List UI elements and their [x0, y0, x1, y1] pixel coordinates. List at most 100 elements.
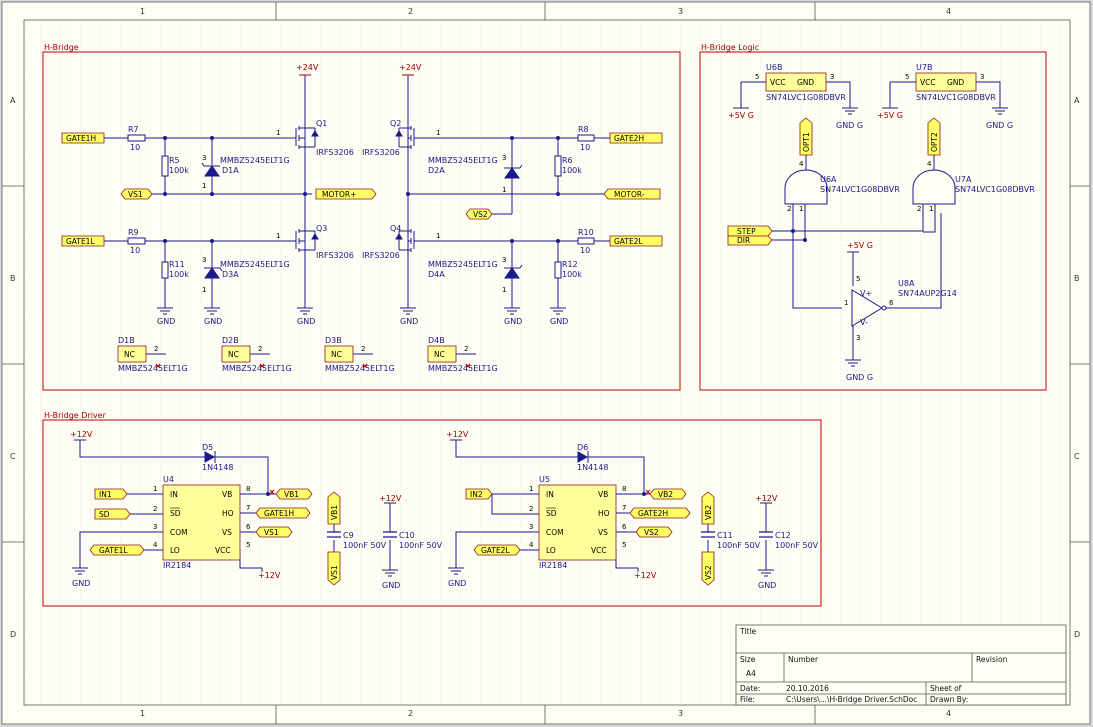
svg-text:5: 5 — [905, 73, 909, 81]
gate2h-port-right — [609, 132, 663, 144]
hbridge-junctions — [163, 136, 560, 243]
svg-text:1: 1 — [202, 286, 206, 294]
driver-ports — [89, 488, 715, 586]
gate2h-port-driver — [629, 507, 691, 519]
r7-body — [127, 134, 146, 142]
svg-text:NC: NC — [124, 350, 135, 359]
svg-text:VCC: VCC — [920, 78, 936, 87]
svg-text:6: 6 — [889, 299, 894, 307]
c10-value: 100nF 50V — [399, 541, 443, 550]
svg-text:SD: SD — [546, 509, 557, 518]
svg-text:3: 3 — [153, 523, 157, 531]
r8-value: 10 — [580, 143, 590, 152]
d6-ref: D6 — [577, 443, 588, 452]
motor-minus-port — [603, 188, 661, 200]
svg-text:4: 4 — [927, 160, 932, 168]
vs2-port-vertical — [701, 551, 715, 586]
r9-body — [127, 237, 146, 245]
u4-part: IR2184 — [163, 561, 191, 570]
svg-text:COM: COM — [170, 528, 188, 537]
tb-file-value: C:\Users\...\H-Bridge Driver.SchDoc — [786, 695, 917, 704]
hbridge-pin-numbers: 11 11 33 33 11 11 — [202, 129, 506, 294]
svg-text:3: 3 — [502, 256, 506, 264]
u8a-symbol — [851, 289, 887, 327]
tb-revision: Revision — [976, 655, 1008, 664]
u8a-part: SN74AUP2G14 — [898, 289, 957, 298]
dir-port — [727, 235, 773, 246]
r6-body — [554, 155, 562, 177]
vb2-vertical-label: VB2 — [704, 505, 713, 520]
c12-ref: C12 — [775, 531, 791, 540]
d4a-ref: D4A — [428, 270, 445, 279]
vs1-vertical-label: VS1 — [330, 565, 339, 580]
gate2l-port-driver — [473, 544, 521, 556]
svg-text:2: 2 — [361, 345, 365, 353]
svg-text:MMBZ5245ELT1G: MMBZ5245ELT1G — [222, 364, 292, 373]
q1-supply-label: +24V — [296, 63, 319, 72]
hbridge-frame — [42, 51, 681, 391]
zone-row-a-left: A — [10, 96, 16, 105]
q4-part: IRFS3206 — [362, 251, 400, 260]
u8a-vminus: V- — [860, 318, 868, 327]
d1a-part: MMBZ5245ELT1G — [220, 156, 290, 165]
svg-text:3: 3 — [856, 334, 860, 342]
q1-part: IRFS3206 — [316, 148, 354, 157]
r9-value: 10 — [130, 246, 140, 255]
tb-file: File: — [740, 695, 755, 704]
u5-part: IR2184 — [539, 561, 567, 570]
u6b-gnd-label: GND G — [836, 121, 863, 130]
logic-wires — [740, 81, 1001, 360]
opt-ports — [799, 117, 941, 156]
logic-junctions — [791, 229, 807, 242]
r6-value: 100k — [562, 166, 582, 175]
logic-title: H-Bridge Logic — [701, 43, 759, 52]
u4-body — [162, 484, 241, 561]
q1-ref: Q1 — [316, 119, 327, 128]
c12-gnd-label: GND — [758, 581, 776, 590]
r5-body — [161, 155, 169, 177]
d2a-part: MMBZ5245ELT1G — [428, 156, 498, 165]
zone-col-3-bottom: 3 — [678, 709, 683, 718]
gate2l-driver-label: GATE2L — [481, 546, 510, 555]
vs2-port — [465, 208, 493, 220]
svg-text:1: 1 — [436, 129, 440, 137]
c12-supply: +12V — [755, 494, 778, 503]
motor-plus-label: MOTOR+ — [322, 190, 356, 199]
r11-ref: R11 — [169, 260, 185, 269]
svg-text:1: 1 — [799, 205, 803, 213]
sd-label: SD — [99, 510, 110, 519]
vs2-port-driver — [635, 526, 673, 538]
u8a-vplus: V+ — [860, 289, 872, 298]
svg-text:COM: COM — [546, 528, 564, 537]
u8a-supply-label: +5V G — [847, 241, 873, 250]
svg-text:MMBZ5245ELT1G: MMBZ5245ELT1G — [428, 364, 498, 373]
r8-body — [577, 134, 595, 142]
hbridge-title: H-Bridge — [44, 43, 79, 52]
driver-title: H-Bridge Driver — [44, 411, 107, 420]
r5-value: 100k — [169, 166, 189, 175]
vb1-vertical-label: VB1 — [330, 505, 339, 520]
vb1-port — [275, 488, 313, 500]
c11-value: 100nF 50V — [717, 541, 761, 550]
u7a-ref: U7A — [955, 175, 972, 184]
d4b-unit: D4B NC 2 MMBZ5245ELT1G — [427, 336, 498, 373]
vs1-port-vertical — [327, 551, 341, 586]
tb-sheet: Sheet of — [930, 684, 962, 693]
vs2-port-label: VS2 — [473, 210, 488, 219]
title-block — [735, 624, 1067, 706]
svg-text:IN: IN — [546, 490, 554, 499]
tb-drawn: Drawn By: — [930, 695, 968, 704]
vb2-label: VB2 — [658, 490, 673, 499]
u7b-gnd-label: GND G — [986, 121, 1013, 130]
c10-supply: +12V — [379, 494, 402, 503]
u4-ref: U4 — [163, 475, 174, 484]
q3-symbol — [290, 224, 319, 254]
r9-ref: R9 — [128, 228, 139, 237]
svg-text:U7B: U7B — [916, 63, 932, 72]
d4a-symbol — [504, 267, 520, 279]
svg-text:LO: LO — [546, 546, 556, 555]
c12-symbol — [759, 531, 773, 538]
d5-symbol — [204, 451, 216, 463]
gnd-label-q4: GND — [400, 317, 418, 326]
